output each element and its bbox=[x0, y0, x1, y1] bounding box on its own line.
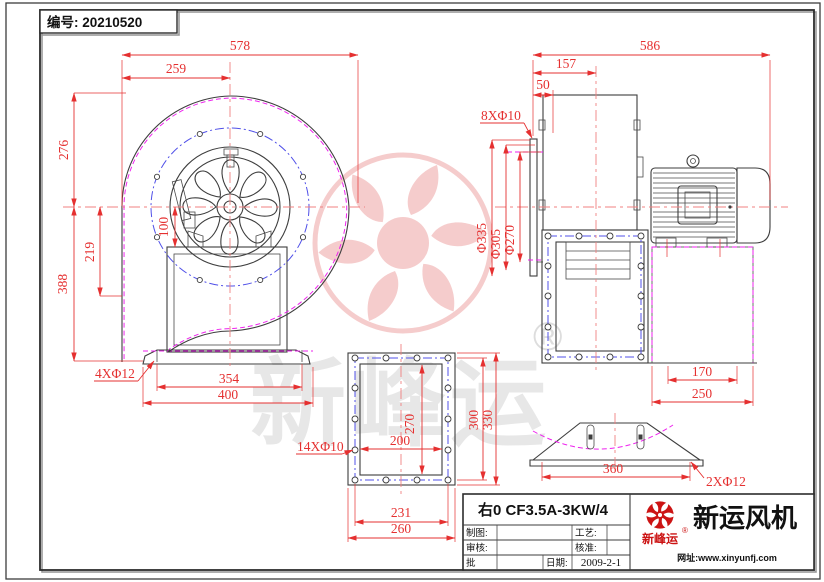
dim-400: 400 bbox=[218, 387, 239, 402]
dim-260: 260 bbox=[391, 521, 412, 536]
dim-354: 354 bbox=[219, 371, 240, 386]
dim-d305: Φ305 bbox=[488, 229, 503, 259]
dim-219: 219 bbox=[82, 242, 97, 263]
company-logo-icon bbox=[644, 501, 676, 529]
dim-250: 250 bbox=[692, 386, 713, 401]
base-saddle-view bbox=[529, 413, 704, 472]
outlet-flange-dimensions: 270 200 14XΦ10 300 330 231 260 bbox=[296, 352, 500, 542]
dim-157: 157 bbox=[556, 56, 577, 71]
sheet-frame bbox=[5, 2, 821, 580]
checked-label: 审核: bbox=[466, 542, 488, 554]
dim-d270: Φ270 bbox=[502, 225, 517, 255]
approve-label: 批 bbox=[466, 557, 476, 569]
base-saddle-dimensions: 360 2XΦ12 bbox=[541, 461, 746, 489]
dim-2xd12: 2XΦ12 bbox=[706, 474, 746, 489]
motor bbox=[650, 154, 771, 248]
dim-8xd10: 8XΦ10 bbox=[481, 108, 521, 123]
website-text: 网址:www.xinyunfj.com bbox=[677, 552, 777, 563]
dim-300: 300 bbox=[466, 410, 481, 431]
dim-14xd10: 14XΦ10 bbox=[297, 439, 344, 454]
dim-4xd12: 4XΦ12 bbox=[95, 366, 135, 381]
dim-100: 100 bbox=[156, 217, 171, 238]
dim-586: 586 bbox=[640, 38, 661, 53]
dim-330: 330 bbox=[480, 410, 495, 431]
brand-name-text: 新峰运 bbox=[642, 531, 678, 546]
brand-registered-mark: ® bbox=[682, 526, 688, 535]
ratify-label: 核准: bbox=[575, 542, 597, 554]
flange-bolt-holes bbox=[351, 354, 452, 484]
front-view bbox=[63, 62, 365, 368]
front-bolt-dots bbox=[153, 130, 307, 284]
dim-231: 231 bbox=[391, 505, 411, 520]
title-block: 右0 CF3.5A-3KW/4 制图: 审核: 批 工艺: 核准: 日期: 20… bbox=[462, 493, 815, 571]
outlet-flange-view bbox=[347, 344, 456, 495]
front-view-dimensions: 578 259 276 219 388 100 4XΦ12 354 400 bbox=[55, 38, 359, 407]
process-label: 工艺: bbox=[575, 528, 597, 539]
date-label: 日期: bbox=[546, 558, 568, 569]
model-text: 右0 CF3.5A-3KW/4 bbox=[478, 501, 609, 519]
drawn-label: 制图: bbox=[466, 527, 488, 539]
dim-170: 170 bbox=[692, 364, 713, 379]
side-view-dimensions: 586 157 50 8XΦ10 Φ335 Φ305 Φ270 170 250 bbox=[474, 38, 771, 406]
date-value: 2009-2-1 bbox=[581, 557, 621, 569]
side-flange-bolt-holes bbox=[544, 232, 645, 361]
side-view bbox=[495, 66, 788, 372]
dim-d335: Φ335 bbox=[474, 223, 489, 253]
dim-276: 276 bbox=[56, 140, 71, 161]
dim-200: 200 bbox=[390, 433, 411, 448]
dim-360: 360 bbox=[603, 461, 624, 476]
dim-259: 259 bbox=[166, 61, 187, 76]
company-name-text: 新运风机 bbox=[693, 503, 797, 533]
dim-50: 50 bbox=[536, 77, 550, 92]
dim-388: 388 bbox=[55, 274, 70, 295]
doc-number-box: 编号: 20210520 bbox=[39, 9, 180, 36]
dim-578: 578 bbox=[230, 38, 251, 53]
dim-270: 270 bbox=[402, 414, 417, 435]
doc-number-text: 编号: 20210520 bbox=[47, 14, 142, 30]
